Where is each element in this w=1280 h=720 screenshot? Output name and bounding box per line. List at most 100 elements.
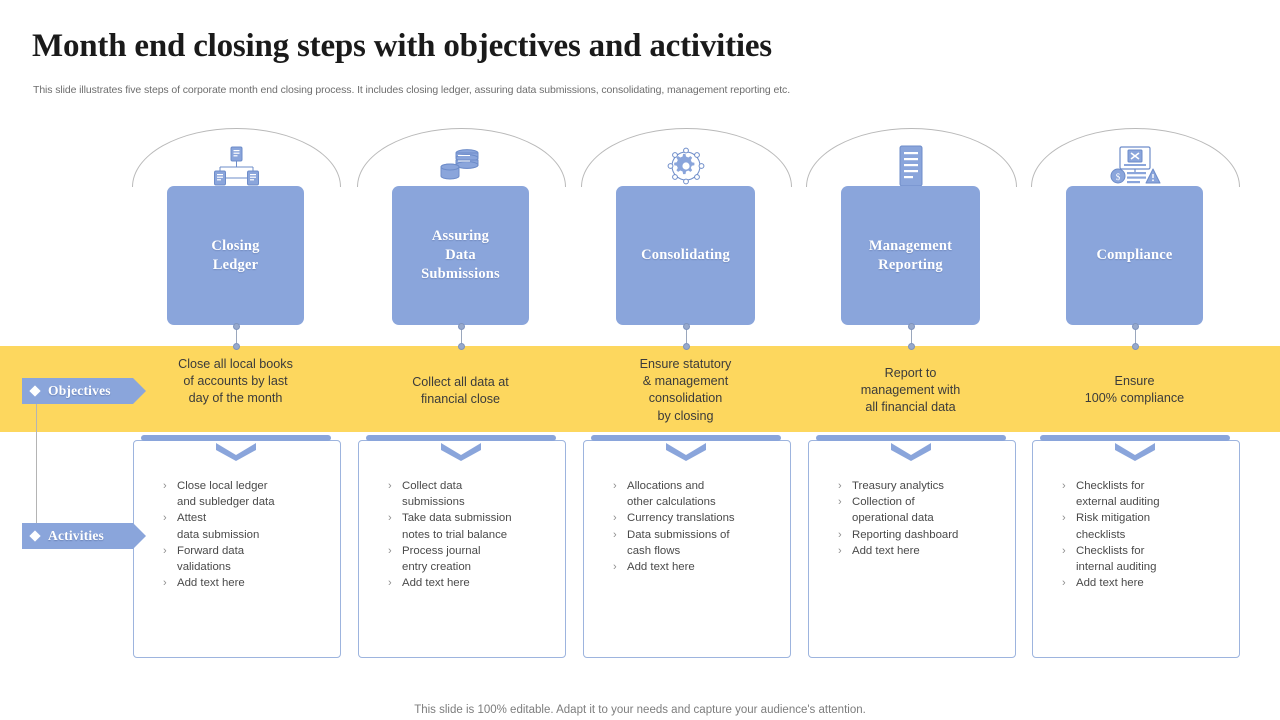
connector-dot-bottom [457, 343, 465, 350]
objective-line: management with [860, 383, 961, 398]
activities-card-management-reporting[interactable] [808, 440, 1016, 658]
activity-item: › Add text here [613, 559, 781, 575]
objective-line: day of the month [188, 391, 283, 406]
step-title-line: Compliance [1096, 247, 1173, 263]
report-document-icon [881, 143, 941, 189]
chevron-down-icon [215, 443, 256, 461]
activity-line: Add text here [402, 577, 470, 590]
card-top-bar [1040, 435, 1230, 441]
org-chart-documents-icon [206, 143, 266, 189]
bullet-chevron-icon: › [163, 577, 167, 590]
step-connector-closing-ledger [235, 325, 237, 346]
step-box-consolidating[interactable]: Consolidating [616, 186, 755, 325]
diamond-icon [29, 530, 40, 541]
step-title-line: Data [445, 247, 476, 263]
bullet-chevron-icon: › [163, 544, 167, 557]
activities-card-consolidating[interactable] [583, 440, 791, 658]
step-title-line: Assuring [431, 228, 490, 244]
step-title-line: Consolidating [641, 247, 730, 263]
card-top-bar [591, 435, 781, 441]
activity-line: data submission [177, 528, 260, 541]
footer-note: This slide is 100% editable. Adapt it to… [414, 704, 866, 716]
activities-card-compliance[interactable] [1032, 440, 1240, 658]
bullet-chevron-icon: › [838, 480, 842, 492]
activity-line: entry creation [402, 561, 472, 574]
step-title-line: Submissions [421, 266, 500, 282]
diamond-icon [29, 385, 40, 396]
activity-line: Attest [177, 512, 207, 525]
bullet-chevron-icon: › [1062, 577, 1066, 590]
step-title-line: Management [868, 237, 953, 254]
connector-dot-bottom [907, 343, 915, 350]
activity-item: › Treasury analytics [838, 478, 1006, 494]
objective-line: Ensure statutory [639, 357, 732, 371]
bullet-chevron-icon: › [1062, 544, 1066, 557]
step-box-compliance[interactable]: Compliance [1066, 186, 1203, 325]
step-connector-compliance [1134, 325, 1136, 346]
activity-item: › Add text here [388, 575, 556, 591]
activity-line: Take data submission [402, 512, 512, 525]
bullet-chevron-icon: › [838, 496, 842, 509]
side-label-activities[interactable]: Activities [22, 523, 146, 549]
chevron-down-icon [1114, 443, 1155, 461]
connector-dot-top [232, 323, 240, 330]
activity-line: internal auditing [1076, 561, 1157, 574]
activity-item: › Add text here [163, 575, 331, 591]
bullet-chevron-icon: › [613, 561, 617, 574]
activity-line: Reporting dashboard [852, 528, 959, 541]
objective-line: financial close [420, 392, 501, 407]
activity-line: validations [177, 561, 231, 574]
step-title-line: Reporting [878, 256, 943, 273]
connector-dot-bottom [682, 343, 690, 350]
side-label-objectives-text: Objectives [48, 383, 111, 398]
objectives-band [0, 346, 1280, 432]
bullet-chevron-icon: › [838, 528, 842, 541]
objective-line: Ensure [1114, 374, 1155, 388]
connector-dot-top [1131, 323, 1139, 330]
objective-line: all financial data [865, 400, 956, 415]
side-label-activities-text: Activities [48, 528, 104, 543]
step-connector-management-reporting [910, 325, 912, 346]
connector-dot-bottom [232, 343, 240, 350]
card-top-bar [141, 435, 331, 441]
activity-item: › Add text here [1062, 575, 1230, 591]
gear-network-icon [656, 143, 716, 189]
activity-line: Treasury analytics [852, 480, 944, 492]
bullet-chevron-icon: › [388, 480, 392, 492]
activity-line: Collection of [852, 496, 915, 509]
activity-line: Add text here [852, 544, 920, 557]
objective-line: consolidation [648, 391, 723, 406]
activity-line: Collect data [402, 480, 463, 492]
activities-card-assuring-data-submissions[interactable] [358, 440, 566, 658]
chevron-down-icon [890, 443, 931, 461]
activity-line: Allocations and [627, 480, 705, 492]
objective-line: by closing [657, 408, 714, 423]
chevron-down-icon [665, 443, 706, 461]
side-label-objectives[interactable]: Objectives [22, 378, 146, 404]
bullet-chevron-icon: › [613, 512, 617, 525]
step-title: Compliance [1088, 246, 1180, 265]
activity-line: Checklists for [1076, 480, 1145, 492]
connector-dot-top [907, 323, 915, 330]
activity-line: other calculations [627, 496, 716, 509]
